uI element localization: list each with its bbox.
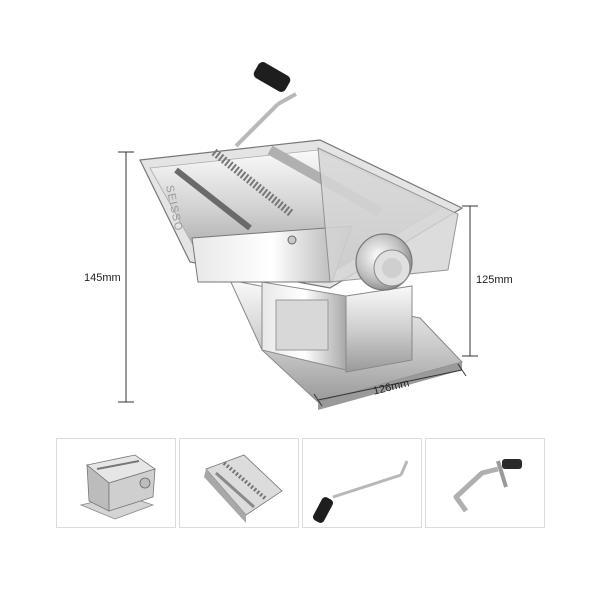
pasta-machine-icon (79, 454, 156, 520)
table-clamp-icon (453, 459, 522, 513)
thumbnail-cutter[interactable] (179, 438, 299, 528)
machine-body-right (345, 285, 413, 373)
thumbnail-clamp[interactable] (425, 438, 545, 528)
thickness-knob (355, 233, 413, 291)
machine-body-left (261, 281, 347, 371)
dimension-height (118, 151, 134, 403)
dimension-width (313, 363, 467, 407)
crank-handle (234, 62, 297, 148)
crank-handle-icon (313, 460, 409, 523)
roller-chassis: SEISSO (139, 139, 464, 289)
thumbnail-crank[interactable] (302, 438, 422, 528)
height-label: 145mm (84, 272, 121, 284)
thumbnail-machine[interactable] (56, 438, 176, 528)
depth-label: 125mm (476, 274, 513, 286)
dimension-depth (462, 205, 478, 357)
pasta-machine-icon: SEISSO (118, 62, 478, 410)
cutter-attachment-icon (204, 454, 283, 523)
